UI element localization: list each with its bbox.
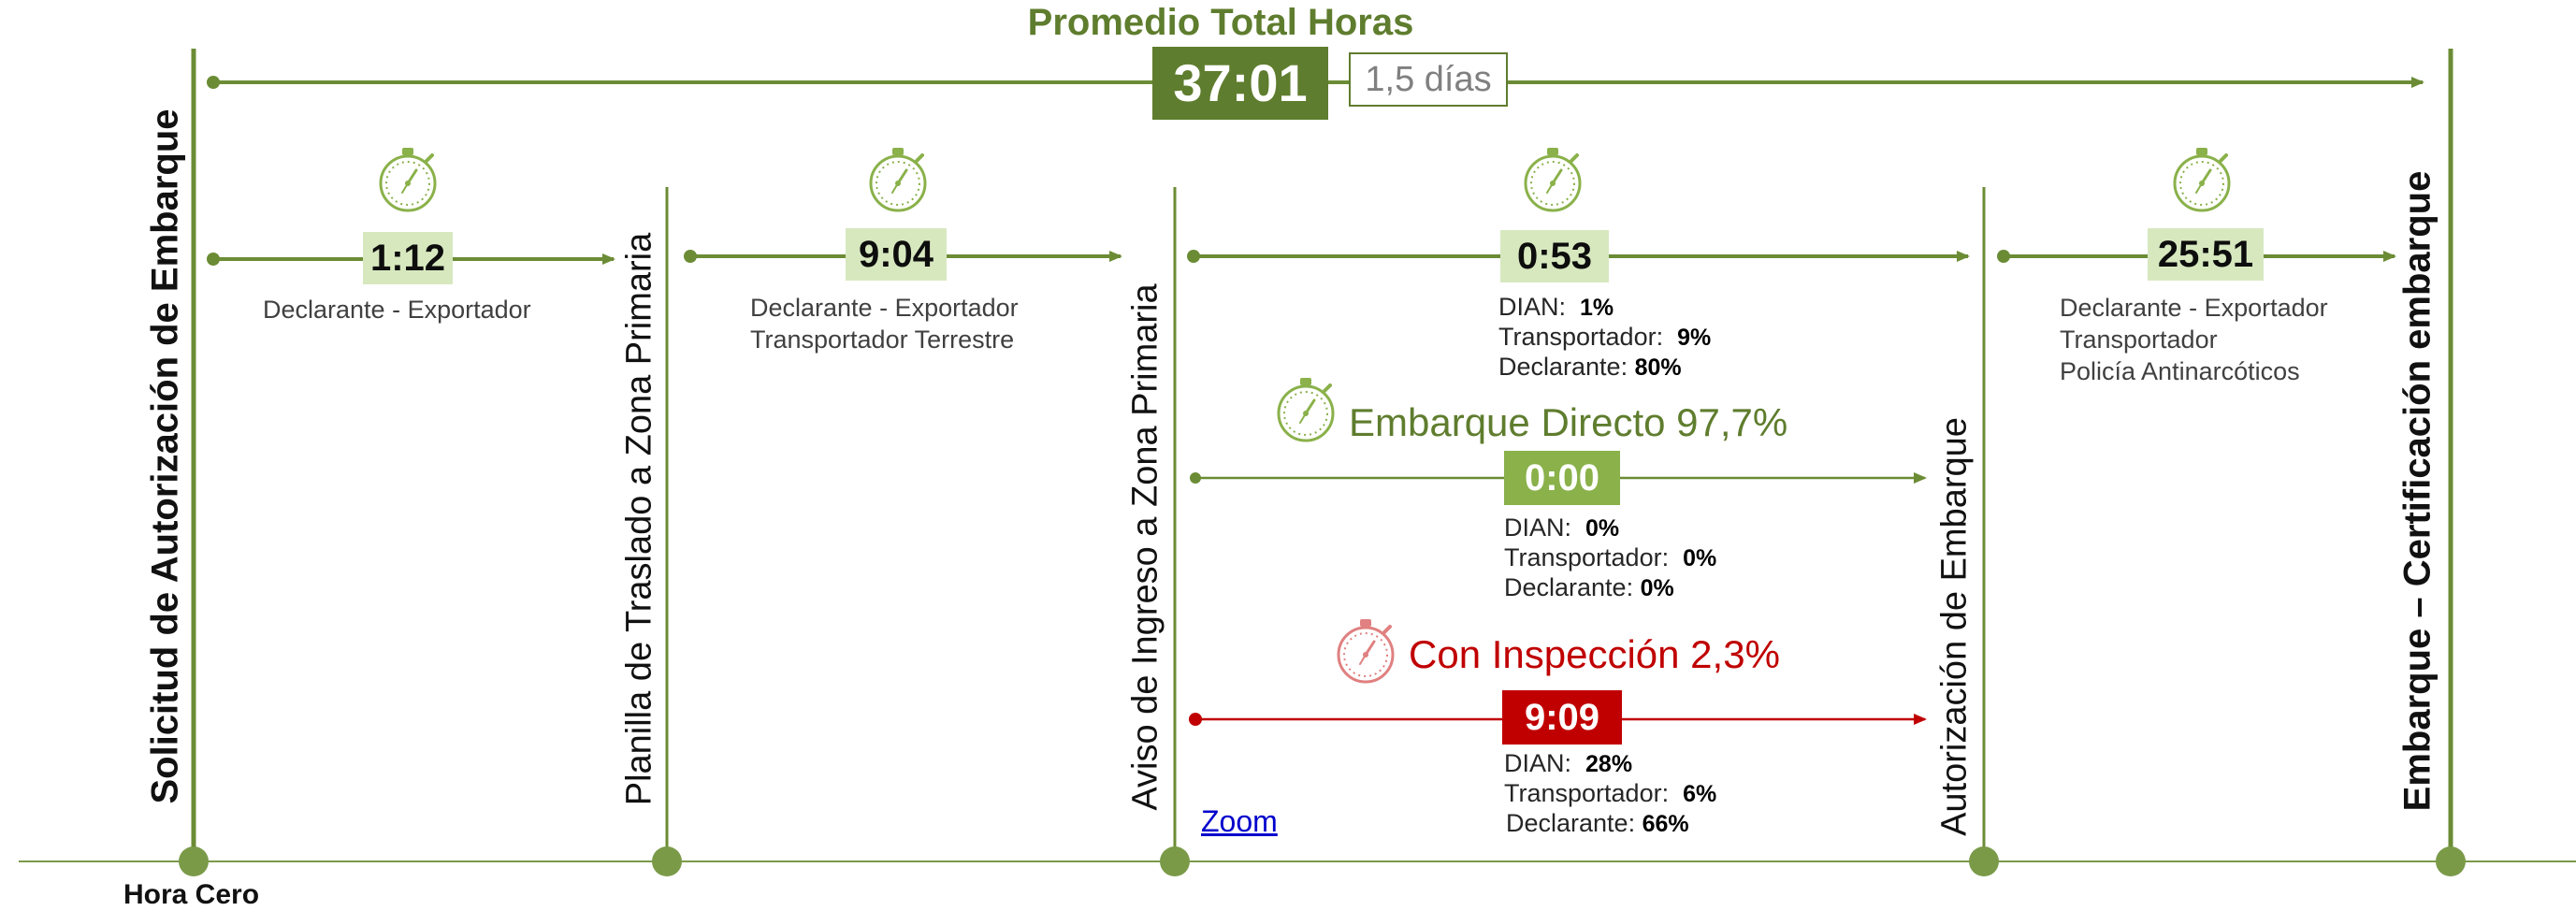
segment-time-badge: 25:51 — [2148, 228, 2264, 281]
breakdown-row-transportador: Transportador: 0% — [1504, 543, 1717, 571]
stopwatch-icon — [1337, 617, 1395, 684]
breakdown-row-declarante: Declarante: 0% — [1504, 573, 1674, 601]
milestone-dot-1 — [179, 846, 209, 876]
milestone-label-4: Autorización de Embarque — [1934, 417, 1975, 836]
direct-mode-label: Embarque Directo 97,7% — [1349, 400, 1788, 444]
milestone-label-5: Embarque – Certificación embarque — [2396, 170, 2439, 812]
milestone-label-1: Solicitud de Autorización de Embarque — [144, 108, 186, 804]
stopwatch-icon — [1277, 376, 1335, 442]
breakdown-row-dian: DIAN: 1% — [1498, 293, 1614, 321]
diagram-title: Promedio Total Horas — [1027, 2, 1414, 43]
segment-2-actor: Declarante - Exportador — [750, 294, 1019, 322]
stopwatch-icon — [1524, 146, 1582, 212]
total-time-badge: 37:01 — [1152, 47, 1328, 120]
segment-1-actor: Declarante - Exportador — [263, 296, 531, 324]
inspection-time-badge: 9:09 — [1502, 690, 1622, 745]
breakdown-row-transportador: Transportador: 9% — [1498, 323, 1712, 351]
milestone-dot-3 — [1160, 846, 1190, 876]
stopwatch-icon — [379, 146, 437, 212]
breakdown-row-declarante: Declarante: 80% — [1498, 353, 1682, 381]
zoom-link[interactable]: Zoom — [1201, 804, 1278, 838]
segment-4-actor: Policía Antinarcóticos — [2060, 357, 2300, 385]
segment-time-badge: 9:04 — [846, 228, 947, 281]
breakdown-row-dian: DIAN: 28% — [1504, 749, 1633, 777]
milestone-dot-4 — [1969, 846, 1999, 876]
breakdown-row-dian: DIAN: 0% — [1504, 513, 1620, 542]
segment-time-badge: 0:53 — [1500, 230, 1609, 282]
milestone-dot-2 — [652, 846, 682, 876]
segment-4-actor: Transportador — [2060, 325, 2218, 354]
segment-time-badge: 1:12 — [363, 232, 453, 284]
direct-time-badge: 0:00 — [1504, 451, 1620, 505]
segment-4-actor: Declarante - Exportador — [2060, 294, 2328, 322]
breakdown-row-transportador: Transportador: 6% — [1504, 779, 1717, 807]
milestone-label-2: Planilla de Traslado a Zona Primaria — [619, 232, 659, 806]
stopwatch-icon — [2173, 146, 2231, 212]
breakdown-row-declarante: Declarante: 66% — [1506, 809, 1689, 837]
milestone-dot-5 — [2436, 846, 2466, 876]
milestone-label-3: Aviso de Ingreso a Zona Primaria — [1125, 283, 1165, 811]
hora-cero-label: Hora Cero — [123, 879, 260, 910]
stopwatch-icon — [869, 146, 927, 212]
segment-2-actor: Transportador Terrestre — [750, 325, 1015, 354]
inspection-mode-label: Con Inspección 2,3% — [1409, 632, 1780, 676]
total-days-badge: 1,5 días — [1349, 52, 1508, 107]
